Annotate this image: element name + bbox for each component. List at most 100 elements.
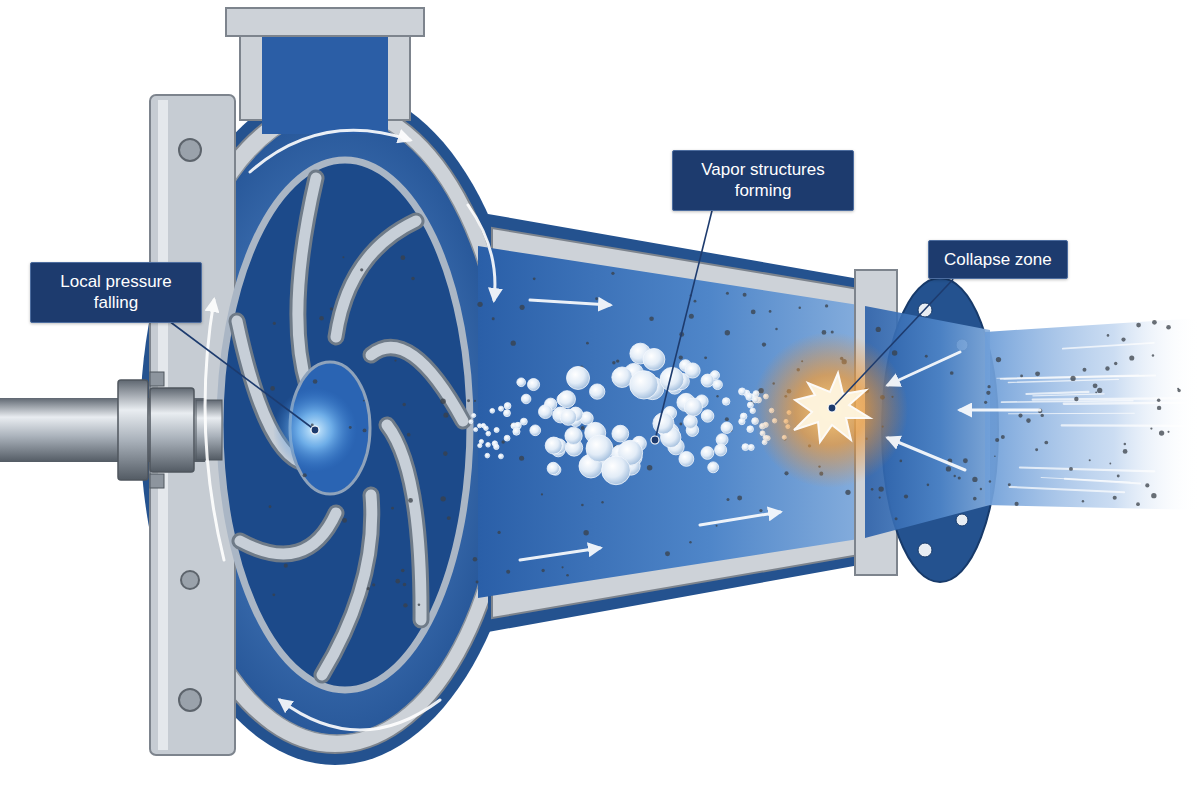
particle xyxy=(1035,448,1038,451)
particle xyxy=(1157,406,1161,410)
nut xyxy=(150,474,164,488)
leader-dot xyxy=(828,404,836,412)
particle xyxy=(407,433,411,437)
discharge-flange xyxy=(226,8,424,36)
collapse-glow xyxy=(752,332,908,488)
particle xyxy=(408,498,413,503)
particle xyxy=(349,426,352,429)
particle xyxy=(799,307,802,310)
vapor-bubble xyxy=(565,427,582,444)
particle xyxy=(1159,430,1164,435)
particle xyxy=(303,473,307,477)
vane-outline xyxy=(237,178,463,675)
particle xyxy=(1093,383,1098,388)
particle xyxy=(611,272,614,275)
particle xyxy=(1152,354,1154,356)
particle xyxy=(716,525,718,527)
vapor-bubble xyxy=(701,447,714,460)
particle xyxy=(601,501,603,503)
particle xyxy=(925,355,928,358)
particle xyxy=(440,398,446,404)
vapor-bubble xyxy=(513,428,520,435)
shaft-end xyxy=(196,400,222,460)
particle xyxy=(394,359,396,361)
particle xyxy=(871,488,874,491)
particle xyxy=(269,505,272,508)
particle xyxy=(1001,435,1005,439)
bolt-hole xyxy=(918,543,932,557)
vane xyxy=(371,347,463,421)
particle xyxy=(391,507,394,510)
vapor-bubble xyxy=(498,454,503,459)
particle xyxy=(1070,376,1075,381)
particle xyxy=(501,440,504,443)
particle xyxy=(679,355,683,359)
vapor-bubble xyxy=(602,456,631,485)
particle xyxy=(845,490,850,495)
particle xyxy=(876,327,881,332)
callout-text: Collapse zone xyxy=(944,249,1052,270)
particle xyxy=(769,310,772,313)
outflow-streak xyxy=(997,375,1139,378)
outflow-streak xyxy=(1033,398,1192,400)
particle xyxy=(984,401,987,404)
particle xyxy=(403,403,406,406)
particle xyxy=(566,574,569,577)
vapor-bubble xyxy=(485,453,490,458)
particle xyxy=(1136,502,1140,506)
particle xyxy=(492,317,495,320)
flow-arrow xyxy=(205,300,224,560)
vane xyxy=(298,178,316,386)
particle xyxy=(1151,493,1156,498)
vapor-bubble xyxy=(684,398,702,416)
particle xyxy=(270,386,275,391)
bolt xyxy=(179,139,201,161)
particle xyxy=(751,309,756,314)
outflow-streak xyxy=(1008,379,1118,382)
particle xyxy=(1008,483,1011,486)
flow-arrows xyxy=(205,130,1040,730)
particle xyxy=(647,465,653,471)
particle xyxy=(360,268,363,271)
particle xyxy=(363,428,367,432)
vane xyxy=(387,425,421,620)
particle xyxy=(506,570,510,574)
particle xyxy=(473,557,478,562)
particle xyxy=(401,255,406,260)
outflow-jet xyxy=(985,318,1200,510)
callout-box: Local pressure falling xyxy=(30,262,202,323)
particle xyxy=(725,417,729,421)
particle xyxy=(1107,334,1110,337)
vapor-bubble xyxy=(504,410,511,417)
bolt xyxy=(179,689,201,711)
vapor-bubble xyxy=(478,443,482,447)
particle xyxy=(541,493,543,495)
vapor-bubble xyxy=(560,409,576,425)
vapor-bubble xyxy=(715,444,727,456)
vapor-bubbles xyxy=(469,343,791,485)
particle xyxy=(273,322,276,325)
casing-flange-plate xyxy=(150,95,235,755)
particle xyxy=(443,451,448,456)
vane xyxy=(240,513,336,554)
bolt-hole xyxy=(956,514,968,526)
particle xyxy=(946,466,951,471)
particles xyxy=(269,255,1181,607)
leader-line xyxy=(832,279,953,408)
particle xyxy=(725,330,730,335)
shaft-collar xyxy=(118,380,148,480)
particle xyxy=(737,496,742,501)
particle xyxy=(679,423,682,426)
particle xyxy=(694,300,697,303)
leader-dot xyxy=(651,436,659,444)
vapor-bubble xyxy=(504,435,510,441)
particle xyxy=(1124,443,1127,446)
particle xyxy=(980,488,982,490)
particle xyxy=(476,580,479,583)
particle xyxy=(1114,362,1117,365)
shaft-seal xyxy=(150,388,194,472)
vapor-bubble xyxy=(474,428,478,432)
